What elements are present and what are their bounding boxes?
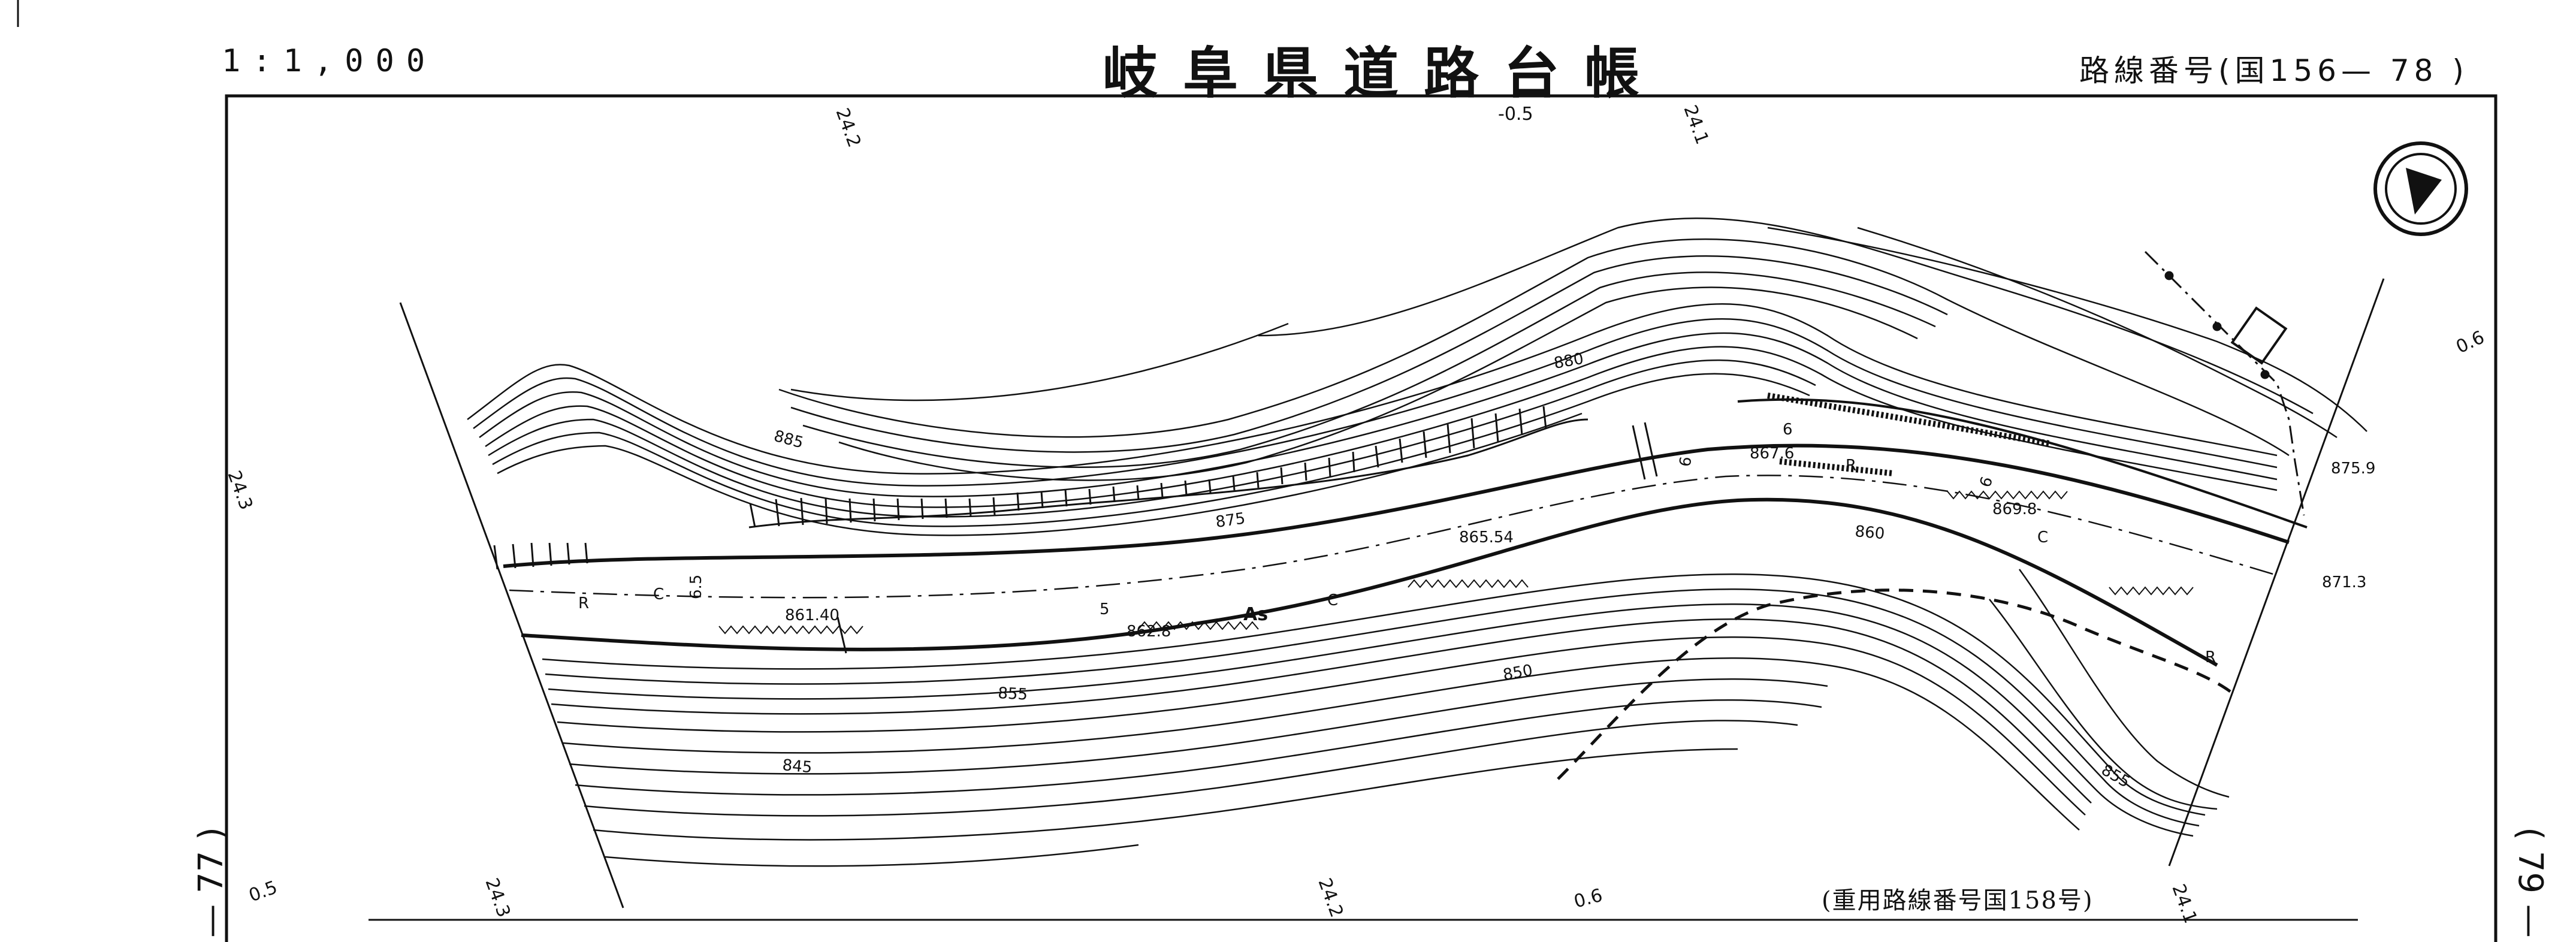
station-top-0-5: -0.5 <box>1498 104 1533 125</box>
station-right-0-6: 0.6 <box>2453 327 2488 358</box>
contour-850: 850 <box>1502 662 1534 684</box>
station-bottom-24-2: 24.2 <box>1313 875 1347 920</box>
building-icon <box>2230 306 2288 365</box>
map-scale: 1:1,000 <box>222 43 437 79</box>
mark-r-2: R <box>1846 457 1856 475</box>
contour-lines-upper <box>467 218 2367 536</box>
dashed-boundary-line <box>1557 588 2236 780</box>
power-line <box>2144 250 2305 516</box>
station-bottom-24-3: 24.3 <box>481 875 514 920</box>
mark-r-3: R <box>2205 648 2216 666</box>
width-6-b: 6 <box>1676 455 1695 469</box>
mark-r-1: R <box>578 594 589 612</box>
map-frame <box>225 94 2498 942</box>
elevation-871-3: 871.3 <box>2322 573 2366 591</box>
north-arrow-icon <box>2373 141 2468 236</box>
width-5: 5 <box>1100 600 1110 618</box>
width-6-5: 6.5 <box>687 575 705 599</box>
elevation-867-6: 867.6 <box>1750 445 1794 463</box>
elevation-labels: 861.40 862.8 865.54 867.6 869.8 871.3 87… <box>785 445 2375 641</box>
station-labels: 24.2 -0.5 24.1 24.3 0.6 0.5 24.3 24.2 0.… <box>223 102 2487 926</box>
contour-lines-lower <box>542 569 2230 867</box>
contour-855-b: 855 <box>2098 761 2133 792</box>
elevation-875-9: 875.9 <box>2331 460 2375 478</box>
mark-c-2: C <box>1327 591 1338 609</box>
mark-c-1: C <box>653 585 664 603</box>
station-bottom-0-5: 0.5 <box>246 877 280 906</box>
elevation-865-5: 865.54 <box>1459 529 1514 547</box>
width-6-c: 6 <box>1976 475 1997 490</box>
station-left-24-3: 24.3 <box>223 468 256 513</box>
pavement-as: As <box>1243 604 1268 625</box>
station-bottom-0-6: 0.6 <box>1572 885 1605 913</box>
sheet-boundary <box>399 278 2385 908</box>
elevation-862-8: 862.8 <box>1127 623 1171 641</box>
contour-855-a: 855 <box>998 684 1028 704</box>
cut-slope-hatching <box>493 393 2050 570</box>
contour-885: 885 <box>772 427 805 452</box>
guardrail-marks <box>718 490 2194 635</box>
elevation-861-40: 861.40 <box>785 606 839 624</box>
contour-845: 845 <box>781 756 813 777</box>
width-6-a: 6 <box>1783 421 1793 439</box>
mark-c-3: C <box>2037 529 2048 547</box>
kilometre-lines <box>836 422 1658 654</box>
contour-860: 860 <box>1854 523 1885 543</box>
route-number: 路線番号(国156— 78 ) <box>2079 53 2469 88</box>
contour-labels: 885 880 875 860 855 855 850 845 <box>772 350 2133 792</box>
contour-880: 880 <box>1553 350 1585 373</box>
road-edges <box>503 398 2308 667</box>
elevation-869-8: 869.8 <box>1992 500 2037 518</box>
shared-route-note: (重用路線番号国158号) <box>1822 887 2094 914</box>
station-top-24-2: 24.2 <box>831 105 865 150</box>
contour-875: 875 <box>1215 509 1246 532</box>
station-top-24-1: 24.1 <box>1679 102 1713 147</box>
